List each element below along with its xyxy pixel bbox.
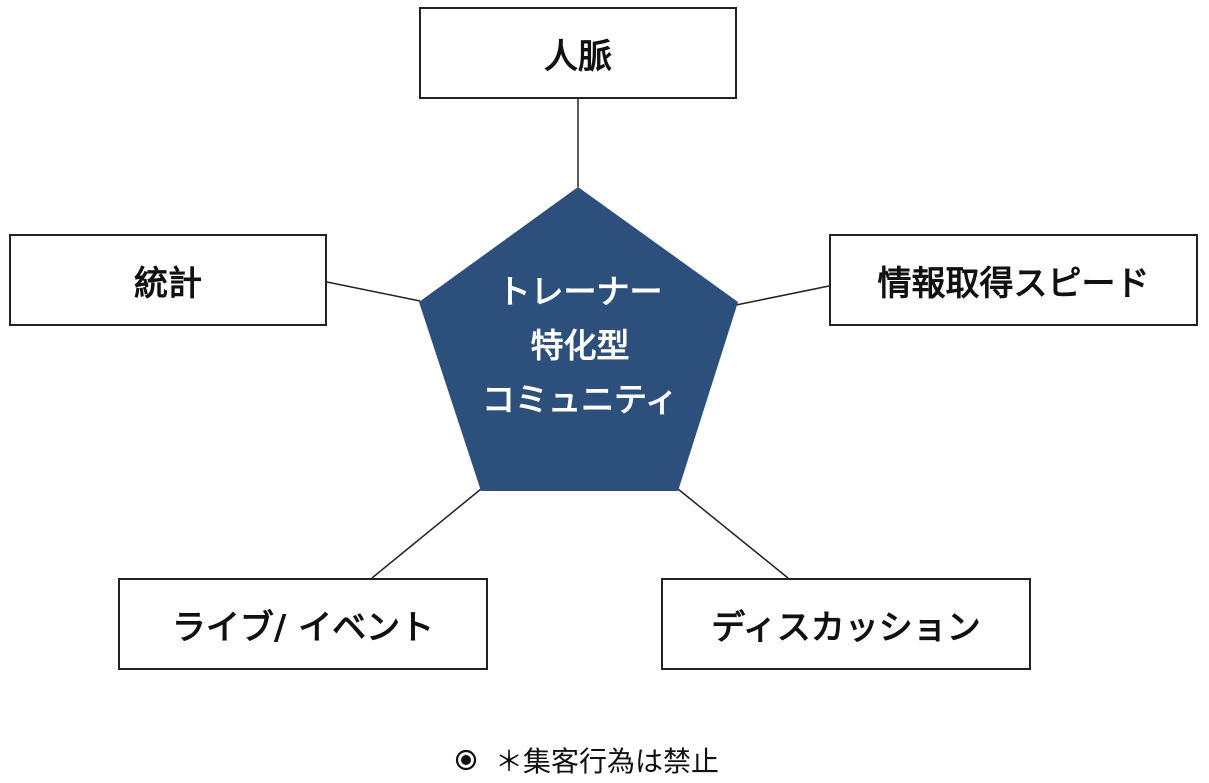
node-right: 情報取得スピード <box>829 234 1198 326</box>
center-pentagon <box>419 187 738 491</box>
center-title-line-2: 特化型 <box>530 326 630 365</box>
footnote: ＊集客行為は禁止 <box>455 740 719 780</box>
bullseye-icon <box>455 749 477 771</box>
connector-right <box>735 285 830 306</box>
connector-left <box>326 281 421 302</box>
connector-bottom-right <box>677 488 789 579</box>
node-top: 人脈 <box>419 7 737 99</box>
footnote-text: ＊集客行為は禁止 <box>495 745 720 778</box>
node-bottom-left: ライブ/ イベント <box>118 578 488 670</box>
node-bottom-right: ディスカッション <box>661 578 1031 670</box>
node-left: 統計 <box>9 234 327 326</box>
connector-bottom-left <box>371 488 482 579</box>
center-title-line-3: コミュニティ <box>481 380 679 419</box>
center-title-line-1: トレーナー <box>497 272 663 311</box>
center-title: トレーナー 特化型 コミュニティ <box>420 265 740 427</box>
